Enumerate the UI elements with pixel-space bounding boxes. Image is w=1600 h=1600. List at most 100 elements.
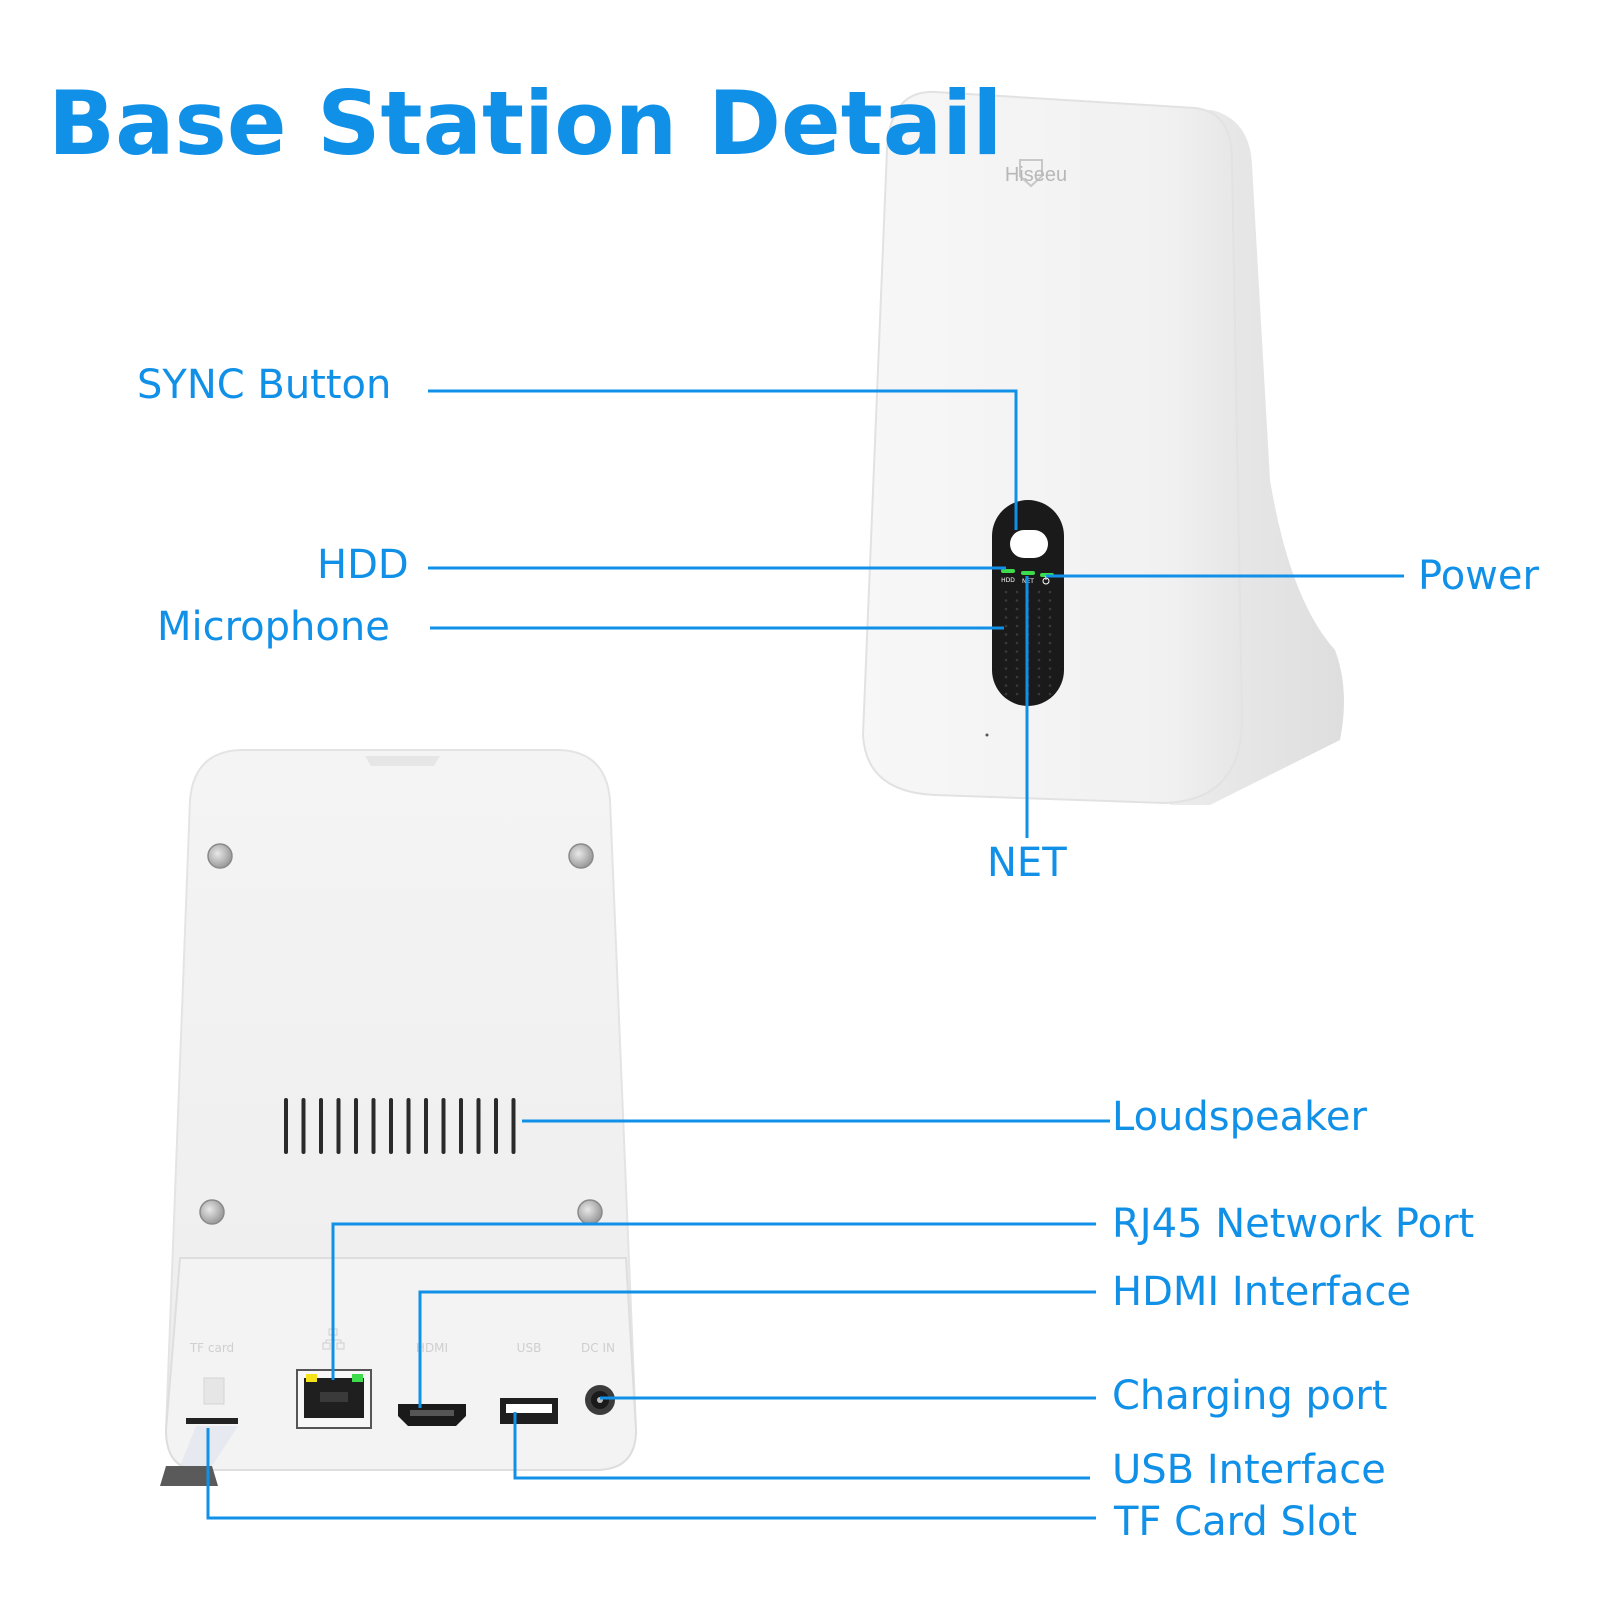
tf-card-slot[interactable] bbox=[186, 1418, 238, 1424]
callout-lines bbox=[206, 389, 1404, 1520]
mic-grille-dot bbox=[1048, 658, 1052, 662]
hdd-label: HDD bbox=[317, 542, 409, 588]
page-title: Base Station Detail bbox=[48, 72, 1003, 175]
front-indicator-dot bbox=[985, 733, 989, 737]
dc-in-port-label: DC IN bbox=[581, 1341, 615, 1355]
speaker-slot bbox=[336, 1098, 341, 1154]
mic-grille-dot bbox=[1004, 590, 1008, 594]
tf-card-label: TF Card Slot bbox=[1114, 1499, 1358, 1545]
logo-shield-icon bbox=[1019, 159, 1043, 188]
mic-grille-dot bbox=[1004, 692, 1008, 696]
usb-port[interactable] bbox=[500, 1398, 558, 1424]
hdd-led bbox=[1001, 569, 1015, 573]
mic-grille-dot bbox=[1004, 599, 1008, 602]
speaker-slot bbox=[371, 1098, 376, 1154]
speaker-slot bbox=[354, 1098, 358, 1154]
speaker-slot bbox=[476, 1098, 481, 1154]
mic-grille-dot bbox=[1037, 641, 1041, 645]
mic-grille-dot bbox=[1048, 607, 1052, 611]
front-face bbox=[861, 90, 1244, 805]
loudspeaker-label: Loudspeaker bbox=[1112, 1094, 1367, 1140]
mic-grille-dot bbox=[1037, 590, 1041, 594]
charging-port-label: Charging port bbox=[1112, 1373, 1388, 1419]
mic-grille-dot bbox=[1015, 590, 1019, 594]
sync-button-leader bbox=[428, 389, 1018, 530]
mic-grille-dot bbox=[1004, 641, 1008, 645]
speaker-slot bbox=[284, 1098, 288, 1154]
usb-port-label: USB bbox=[517, 1341, 542, 1355]
mic-grille-dot bbox=[1015, 650, 1019, 653]
mic-grille-dot bbox=[1004, 633, 1008, 636]
mic-grille-dot bbox=[1015, 667, 1019, 670]
mic-grille-dot bbox=[1004, 616, 1008, 619]
mic-grille-dot bbox=[1048, 633, 1052, 636]
mic-grille-dot bbox=[1037, 667, 1041, 670]
mic-grille-dot bbox=[1037, 684, 1041, 687]
mic-grille-dot bbox=[1015, 624, 1019, 628]
mic-grille-dot bbox=[1004, 675, 1008, 679]
hdmi-port[interactable] bbox=[398, 1404, 466, 1426]
brand-logo-text: Hiseeu bbox=[1005, 164, 1067, 186]
mic-grille-dot bbox=[1015, 633, 1019, 636]
mic-grille-dot bbox=[1048, 641, 1052, 645]
tf-card bbox=[160, 1466, 218, 1486]
mic-grille-dot bbox=[1015, 684, 1019, 687]
microphone-label: Microphone bbox=[157, 604, 390, 650]
hdd-led-label: HDD bbox=[1001, 577, 1015, 584]
speaker-slot bbox=[389, 1098, 393, 1154]
mic-grille-dot bbox=[1004, 607, 1008, 611]
net-label: NET bbox=[987, 840, 1067, 886]
sync-button-label: SYNC Button bbox=[137, 362, 392, 408]
rj45-leader bbox=[331, 1222, 1096, 1380]
mic-grille-dot bbox=[1004, 658, 1008, 662]
hdmi-leader bbox=[418, 1290, 1096, 1408]
screw-top-left bbox=[207, 843, 233, 869]
mic-grille-dot bbox=[1037, 633, 1041, 636]
hiseeu-logo: Hiseeu bbox=[1005, 159, 1067, 188]
speaker-slot bbox=[301, 1098, 306, 1154]
mic-grille-dot bbox=[1015, 616, 1019, 619]
hdmi-port-label: HDMI bbox=[416, 1341, 448, 1355]
mic-grille-dot bbox=[1048, 675, 1052, 679]
mic-grille-dot bbox=[1037, 675, 1041, 679]
screw-top-right bbox=[568, 843, 594, 869]
tf-card-push-icon bbox=[203, 1377, 225, 1405]
speaker-slot bbox=[319, 1098, 323, 1154]
mic-grille-dot bbox=[1004, 667, 1008, 670]
speaker-slot bbox=[424, 1098, 428, 1154]
rj45-label: RJ45 Network Port bbox=[1112, 1201, 1475, 1247]
speaker-slot bbox=[441, 1098, 446, 1154]
tf-card-leader bbox=[206, 1428, 1096, 1520]
mic-grille-dot bbox=[1015, 658, 1019, 662]
mic-grille-dot bbox=[1004, 624, 1008, 628]
mic-grille-dot bbox=[1048, 650, 1052, 653]
screw-bottom-right bbox=[577, 1199, 603, 1225]
mic-grille-dot bbox=[1048, 692, 1052, 696]
speaker-slot bbox=[459, 1098, 463, 1154]
tf-card-port-label: TF card bbox=[189, 1341, 234, 1355]
mic-grille-dot bbox=[1048, 684, 1052, 687]
usb-leader bbox=[513, 1412, 1090, 1480]
speaker-slot bbox=[511, 1098, 516, 1154]
mic-grille-dot bbox=[1015, 607, 1019, 611]
mic-grille-dot bbox=[1015, 641, 1019, 645]
mic-grille-dot bbox=[1048, 667, 1052, 670]
mic-grille-dot bbox=[1048, 624, 1052, 628]
mic-grille-dot bbox=[1015, 599, 1019, 602]
top-notch bbox=[365, 756, 440, 766]
mic-grille-dot bbox=[1004, 650, 1008, 653]
dc-in-port[interactable] bbox=[585, 1385, 615, 1415]
mic-grille-dot bbox=[1048, 599, 1052, 602]
sync-button[interactable] bbox=[1010, 530, 1048, 558]
hdmi-label: HDMI Interface bbox=[1112, 1269, 1411, 1315]
mic-grille-dot bbox=[1015, 692, 1019, 696]
screw-bottom-left bbox=[199, 1199, 225, 1225]
port-panel bbox=[164, 1257, 638, 1471]
speaker-slot bbox=[494, 1098, 498, 1154]
rj45-port[interactable] bbox=[296, 1369, 372, 1429]
base-station-front: Hiseeu HDD NET bbox=[861, 90, 1344, 805]
mic-grille-dot bbox=[1037, 616, 1041, 619]
usb-label: USB Interface bbox=[1112, 1447, 1386, 1493]
mic-grille-dot bbox=[1037, 607, 1041, 611]
